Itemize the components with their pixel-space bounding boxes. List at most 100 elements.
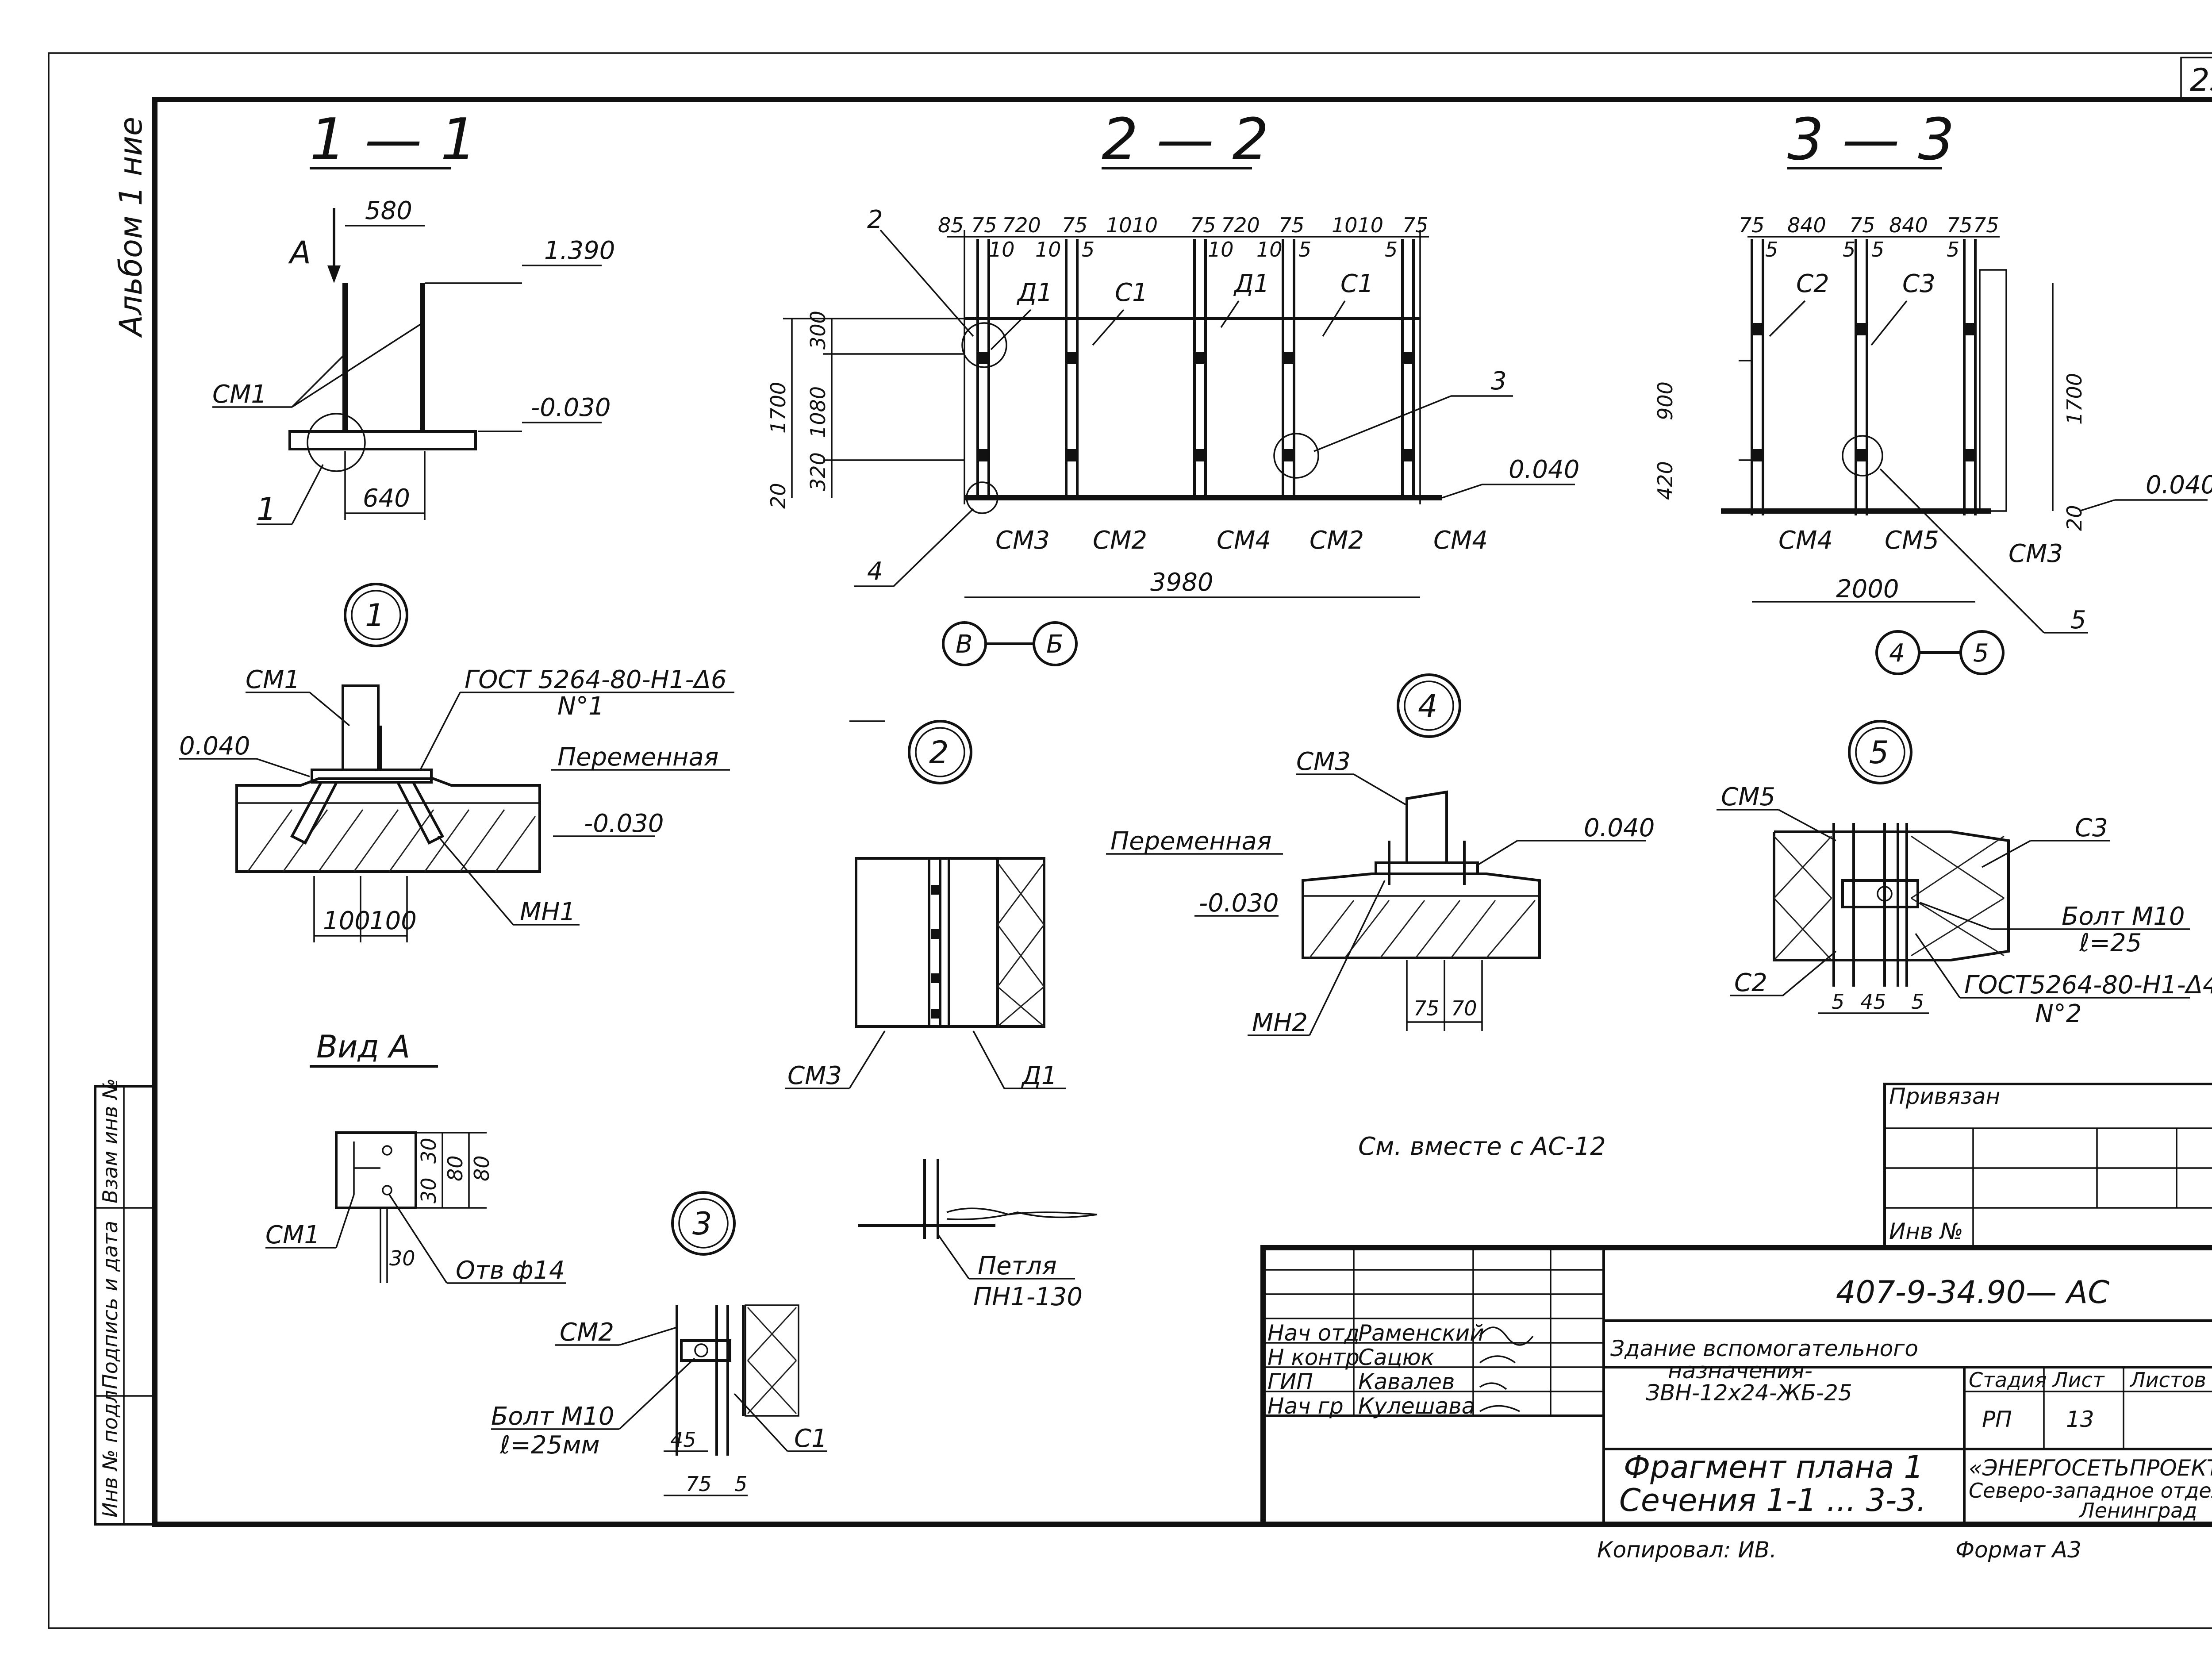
- detail-5: 5 СМ5 С3 Болт М10 ℓ=25 С2 5 45 5: [1717, 720, 2212, 1028]
- dim-720: 720: [1002, 213, 1041, 237]
- detail-4-slab: [1302, 873, 1541, 959]
- dim-85: 85: [938, 213, 964, 237]
- bottom-cm4: СМ4: [1778, 526, 1833, 555]
- dim-1080: 1080: [806, 386, 830, 438]
- detail-3-bolt-len: ℓ=25мм: [499, 1431, 600, 1460]
- dim-5: 5: [1871, 238, 1884, 261]
- dim-1010: 1010: [1106, 213, 1158, 237]
- view-a-title: Вид А: [316, 1029, 410, 1065]
- detail-5-dim-5: 5: [1832, 990, 1844, 1014]
- tb-role: Нач гр: [1267, 1393, 1344, 1419]
- dim-75: 75: [1279, 213, 1305, 237]
- elev-0040: 0.040: [2146, 471, 2212, 500]
- note-see-also: См. вместе с АС-12: [1358, 1132, 1606, 1161]
- detail-mark-circle: [307, 413, 366, 472]
- axis-v: В: [956, 630, 972, 659]
- detail-3-cross-hatch: [747, 1307, 797, 1414]
- tb-building: назначения-: [1668, 1358, 1813, 1384]
- view-a-dim-80: 80: [443, 1155, 467, 1181]
- detail-2-num: 2: [929, 734, 949, 771]
- detail-3-dim-45: 45: [670, 1428, 696, 1452]
- detail-5-bolt-len: ℓ=25: [2079, 929, 2142, 957]
- loop-name: Петля: [978, 1252, 1057, 1280]
- outer-border: [48, 52, 2212, 1629]
- detail-3: 3 СМ2 Болт М10 ℓ=25мм С1 45 75 5: [491, 1191, 827, 1496]
- detail-4-dim-75: 75: [1413, 996, 1440, 1020]
- leader: [849, 1030, 886, 1089]
- tb-sheet-title: Фрагмент плана 1: [1624, 1449, 1924, 1485]
- view-a: Вид А 30 30 80 80 СМ1 30 Отв ф14: [265, 1029, 566, 1285]
- panel-d1: Д1: [1016, 278, 1052, 307]
- dim-5: 5: [1765, 238, 1778, 261]
- leader: [1920, 902, 1991, 930]
- attached-box: Привязан Инв №: [1883, 1083, 2212, 1249]
- dim-20: 20: [2062, 505, 2086, 531]
- tb-signatures: [1479, 1326, 1534, 1412]
- leader: [990, 309, 1032, 350]
- panel-c1: С1: [1115, 278, 1148, 307]
- tb-name: Кавалев: [1358, 1369, 1455, 1395]
- detail-4-anchor: МН2: [1252, 1008, 1308, 1037]
- leader: [291, 353, 346, 408]
- bottom-cm4: СМ4: [1433, 526, 1488, 555]
- tb-stage: РП: [1982, 1407, 2012, 1432]
- detail-5-dim-45: 45: [1860, 990, 1886, 1014]
- view-a-dim-30: 30: [417, 1138, 441, 1164]
- leader: [733, 1393, 788, 1452]
- section-title-3-3: 3 — 3: [1787, 106, 1955, 173]
- leader: [893, 508, 974, 587]
- detail-mark-circle: [1273, 433, 1319, 479]
- view-a-plate: [335, 1131, 417, 1209]
- axis-b: Б: [1046, 630, 1063, 659]
- loop-code: ПН1-130: [973, 1283, 1083, 1311]
- dim-75: 75: [1973, 213, 1999, 237]
- detail-4-elev-top: 0.040: [1584, 814, 1655, 842]
- detail-5-bolt: Болт М10: [2062, 902, 2185, 931]
- leader: [291, 464, 324, 525]
- detail-4-variable: Переменная: [1110, 827, 1272, 856]
- leader: [335, 1194, 355, 1248]
- tb-org-sub: Северо-западное отделение: [1969, 1479, 2212, 1503]
- detail-1-circle-inner: [351, 590, 401, 640]
- tb-sheets-h: Листов: [2129, 1368, 2206, 1392]
- leader: [1778, 809, 1836, 842]
- dim-75: 75: [971, 213, 997, 237]
- axis-marker-v: [942, 621, 987, 666]
- bottom-cm3: СМ3: [2008, 539, 2063, 568]
- detail-4-hatch: [1309, 900, 1536, 958]
- title-block-frame: [1260, 1245, 2212, 1527]
- title-block: 407-9-34.90— АС Нач отд Н контр ГИП Нач …: [1260, 1245, 2212, 1527]
- axis-marker-b: [1033, 621, 1078, 666]
- section-title-1-1: 1 — 1: [310, 106, 477, 173]
- left-stamp-signature: Подпись и дата: [98, 1221, 122, 1389]
- elev-0040: 0.040: [1509, 455, 1579, 484]
- axis-4: 4: [1889, 639, 1905, 668]
- wall-edge: [1979, 269, 2007, 512]
- section-2-2: 85 75 720 75 1010 75 720 75 1010 75 10 1…: [766, 205, 1579, 666]
- callout-3: 3: [1491, 367, 1507, 396]
- panel-c1: С1: [1340, 269, 1374, 298]
- detail-1-elev-low: -0.030: [584, 809, 664, 838]
- detail-4-circle-inner: [1404, 680, 1454, 731]
- leader: [1322, 300, 1346, 337]
- detail-3-num: 3: [692, 1206, 712, 1242]
- detail-5-cross-hatch-left: [1773, 835, 1832, 961]
- leader: [1092, 309, 1125, 346]
- detail-1-circle: [344, 583, 408, 647]
- leader: [1982, 840, 2031, 868]
- dim-75: 75: [1849, 213, 1875, 237]
- detail-5-left: С2: [1734, 969, 1767, 997]
- detail-3-panel: [745, 1304, 799, 1417]
- leader: [879, 229, 974, 337]
- section-3-3: 75 840 75 840 75 75 5 5 5 5 С2 С3 900 42…: [1653, 213, 2212, 675]
- dim-3980: 3980: [1150, 568, 1214, 597]
- view-arrow-head: [327, 265, 341, 283]
- detail-2-circle-inner: [915, 727, 965, 777]
- tb-role: Н контр: [1267, 1345, 1359, 1370]
- detail-mark-circle: [1842, 435, 1883, 477]
- detail-mark-circle: [961, 322, 1007, 368]
- detail-1-num: 1: [365, 597, 385, 634]
- detail-5-gost-no: N°2: [2035, 999, 2082, 1028]
- callout-2: 2: [867, 205, 883, 234]
